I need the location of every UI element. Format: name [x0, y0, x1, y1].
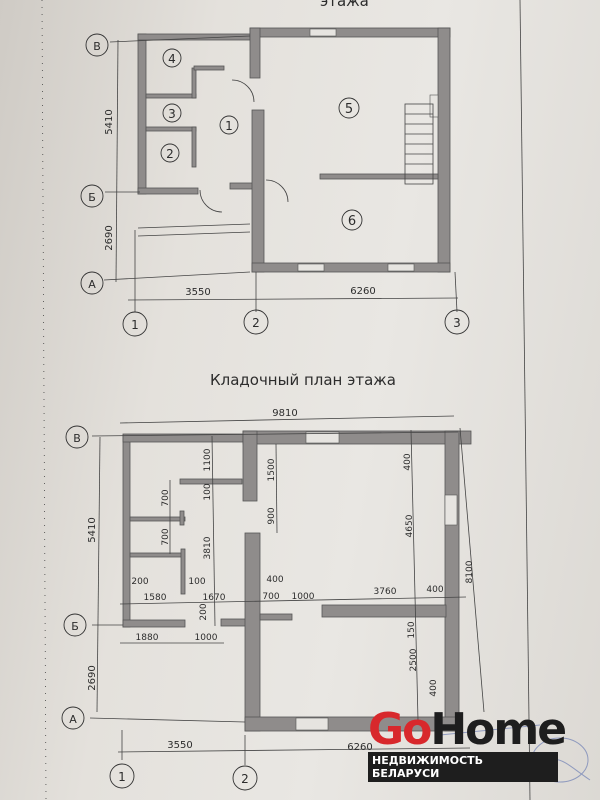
room-3: 3 [168, 107, 176, 121]
logo-tagline: НЕДВИЖИМОСТЬ БЕЛАРУСИ [368, 752, 558, 782]
dim-1100: 1100 [203, 448, 213, 471]
dim-3810: 3810 [203, 536, 213, 559]
room-labels: 4 3 2 1 5 6 [160, 48, 363, 231]
dim-2690: 2690 [87, 665, 98, 690]
dim-3550: 3550 [185, 287, 210, 298]
logo-wordmark: GoHome [368, 704, 567, 755]
dim-700: 700 [262, 592, 279, 602]
page-edge [519, 0, 531, 800]
axis-col-1: 1 [131, 318, 139, 332]
margin-line [41, 0, 47, 800]
room-2: 2 [166, 147, 174, 161]
dim-700: 700 [161, 489, 171, 506]
dim-8100: 8100 [465, 560, 475, 583]
bottom-plan: 9810 8100 5410 2690 1100 100 700 700 381… [61, 408, 485, 791]
dim-5410: 5410 [104, 109, 115, 134]
axis-row-b: Б [71, 620, 79, 633]
top-plan: 4 3 2 1 5 6 В Б А 1 2 3 5410 2690 3550 6… [80, 27, 470, 337]
bottom-plan-title: Кладочный план этажа [210, 371, 396, 389]
dim-1500: 1500 [267, 458, 277, 481]
dim-6260: 6260 [350, 286, 375, 297]
dim-1880: 1880 [136, 633, 159, 643]
dim-200: 200 [131, 577, 148, 587]
dim-2690: 2690 [104, 225, 115, 250]
axis-col-2: 2 [252, 316, 260, 330]
axis-row-a: А [69, 713, 77, 726]
dim-900: 900 [267, 507, 277, 524]
dim-150: 150 [407, 621, 417, 638]
room-5: 5 [345, 102, 353, 117]
axis-col-1: 1 [118, 770, 126, 784]
axis-row-v: В [93, 40, 101, 53]
room-4: 4 [168, 52, 176, 66]
dim-100: 100 [203, 483, 213, 500]
axis-row-a: А [88, 278, 96, 291]
room-1: 1 [225, 119, 233, 133]
dim-2500: 2500 [409, 648, 419, 671]
dim-400: 400 [403, 453, 413, 470]
dim-3760: 3760 [374, 587, 397, 597]
dim-400: 400 [266, 575, 283, 585]
dim-5410: 5410 [87, 517, 98, 542]
dim-9810: 9810 [272, 408, 297, 419]
dim-1000: 1000 [292, 592, 315, 602]
dim-4650: 4650 [405, 514, 415, 537]
dim-3550: 3550 [167, 740, 192, 751]
dim-100: 100 [188, 577, 205, 587]
dim-400: 400 [429, 679, 439, 696]
dim-1670: 1670 [203, 593, 226, 603]
dim-400: 400 [426, 585, 443, 595]
axis-row-b: Б [88, 191, 96, 204]
room-6: 6 [348, 214, 356, 229]
dim-1000: 1000 [195, 633, 218, 643]
axis-col-2: 2 [241, 772, 249, 786]
dim-6260: 6260 [347, 742, 372, 753]
dim-200: 200 [199, 603, 209, 620]
gohome-watermark-logo: GoHome НЕДВИЖИМОСТЬ БЕЛАРУСИ [368, 704, 567, 782]
axis-col-3: 3 [453, 316, 461, 330]
top-plan-title: этажа [320, 0, 369, 10]
axis-row-v: В [73, 432, 81, 445]
dim-700: 700 [161, 528, 171, 545]
dim-1580: 1580 [144, 593, 167, 603]
